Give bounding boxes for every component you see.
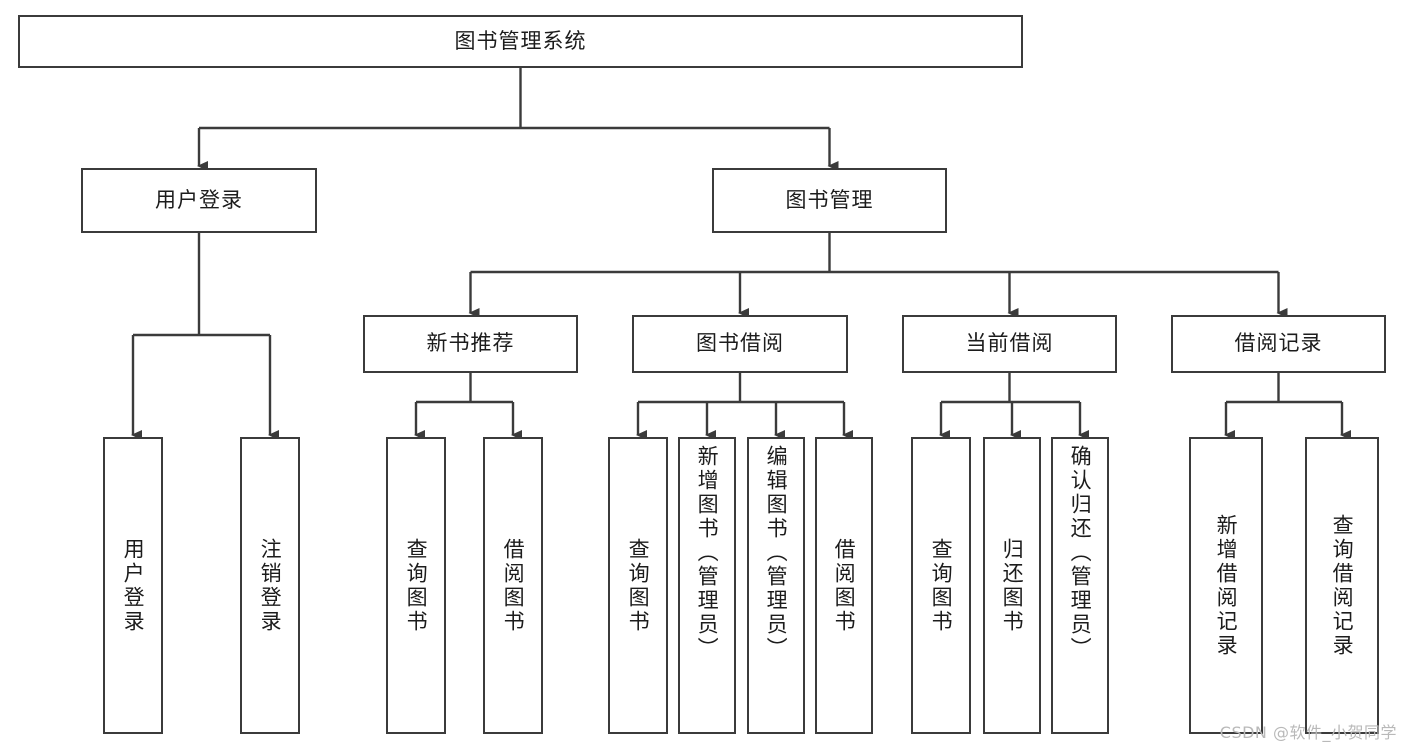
node-label: 查询图书 xyxy=(929,537,954,634)
node-label: 借阅图书 xyxy=(501,537,526,634)
node-leaf-query-book-1[interactable]: 查询图书 xyxy=(386,437,446,734)
node-leaf-add-record[interactable]: 新增借阅记录 xyxy=(1189,437,1263,734)
node-label: 查询借阅记录 xyxy=(1330,513,1355,658)
node-label: 用户登录 xyxy=(121,537,146,634)
node-label: 新书推荐 xyxy=(426,331,515,356)
node-label: 当前借阅 xyxy=(965,331,1054,356)
node-leaf-add-book[interactable]: 新增图书（管理员） xyxy=(678,437,736,734)
node-leaf-user-login[interactable]: 用户登录 xyxy=(103,437,163,734)
node-label: 查询图书 xyxy=(404,537,429,634)
node-label: 注销登录 xyxy=(258,537,283,634)
node-borrow-record[interactable]: 借阅记录 xyxy=(1171,315,1386,373)
node-leaf-return-book[interactable]: 归还图书 xyxy=(983,437,1041,734)
node-label: 借阅图书 xyxy=(832,537,857,634)
node-label: 新增图书（管理员） xyxy=(695,445,720,661)
node-leaf-query-book-3[interactable]: 查询图书 xyxy=(911,437,971,734)
node-root[interactable]: 图书管理系统 xyxy=(18,15,1023,68)
node-book-borrow[interactable]: 图书借阅 xyxy=(632,315,848,373)
node-new-book-rec[interactable]: 新书推荐 xyxy=(363,315,578,373)
node-label: 查询图书 xyxy=(626,537,651,634)
connector-trunk xyxy=(638,373,844,404)
node-leaf-query-record[interactable]: 查询借阅记录 xyxy=(1305,437,1379,734)
node-book-manage[interactable]: 图书管理 xyxy=(712,168,947,233)
node-leaf-query-book-2[interactable]: 查询图书 xyxy=(608,437,668,734)
node-leaf-confirm-return[interactable]: 确认归还（管理员） xyxy=(1051,437,1109,734)
connector-trunk xyxy=(199,68,830,130)
node-label: 图书借阅 xyxy=(696,331,784,356)
connector-trunk xyxy=(941,373,1080,404)
node-current-borrow[interactable]: 当前借阅 xyxy=(902,315,1117,373)
node-label: 图书管理 xyxy=(785,187,874,212)
connector-trunk xyxy=(1226,373,1342,404)
node-label: 归还图书 xyxy=(1000,537,1025,634)
node-user-login[interactable]: 用户登录 xyxy=(81,168,317,233)
node-label: 用户登录 xyxy=(155,187,243,212)
node-leaf-logout[interactable]: 注销登录 xyxy=(240,437,300,734)
connector-trunk xyxy=(416,373,513,404)
node-label: 图书管理系统 xyxy=(454,28,587,53)
node-label: 借阅记录 xyxy=(1234,331,1323,356)
node-label: 新增借阅记录 xyxy=(1214,513,1239,658)
connector-trunk xyxy=(470,233,1279,274)
watermark-label: CSDN @软件_小贺同学 xyxy=(1219,723,1397,742)
node-leaf-borrow-book-2[interactable]: 借阅图书 xyxy=(815,437,873,734)
node-label: 编辑图书（管理员） xyxy=(764,445,789,661)
node-leaf-borrow-book-1[interactable]: 借阅图书 xyxy=(483,437,543,734)
node-label: 确认归还（管理员） xyxy=(1068,445,1093,661)
node-leaf-edit-book[interactable]: 编辑图书（管理员） xyxy=(747,437,805,734)
connector-trunk xyxy=(133,233,270,337)
